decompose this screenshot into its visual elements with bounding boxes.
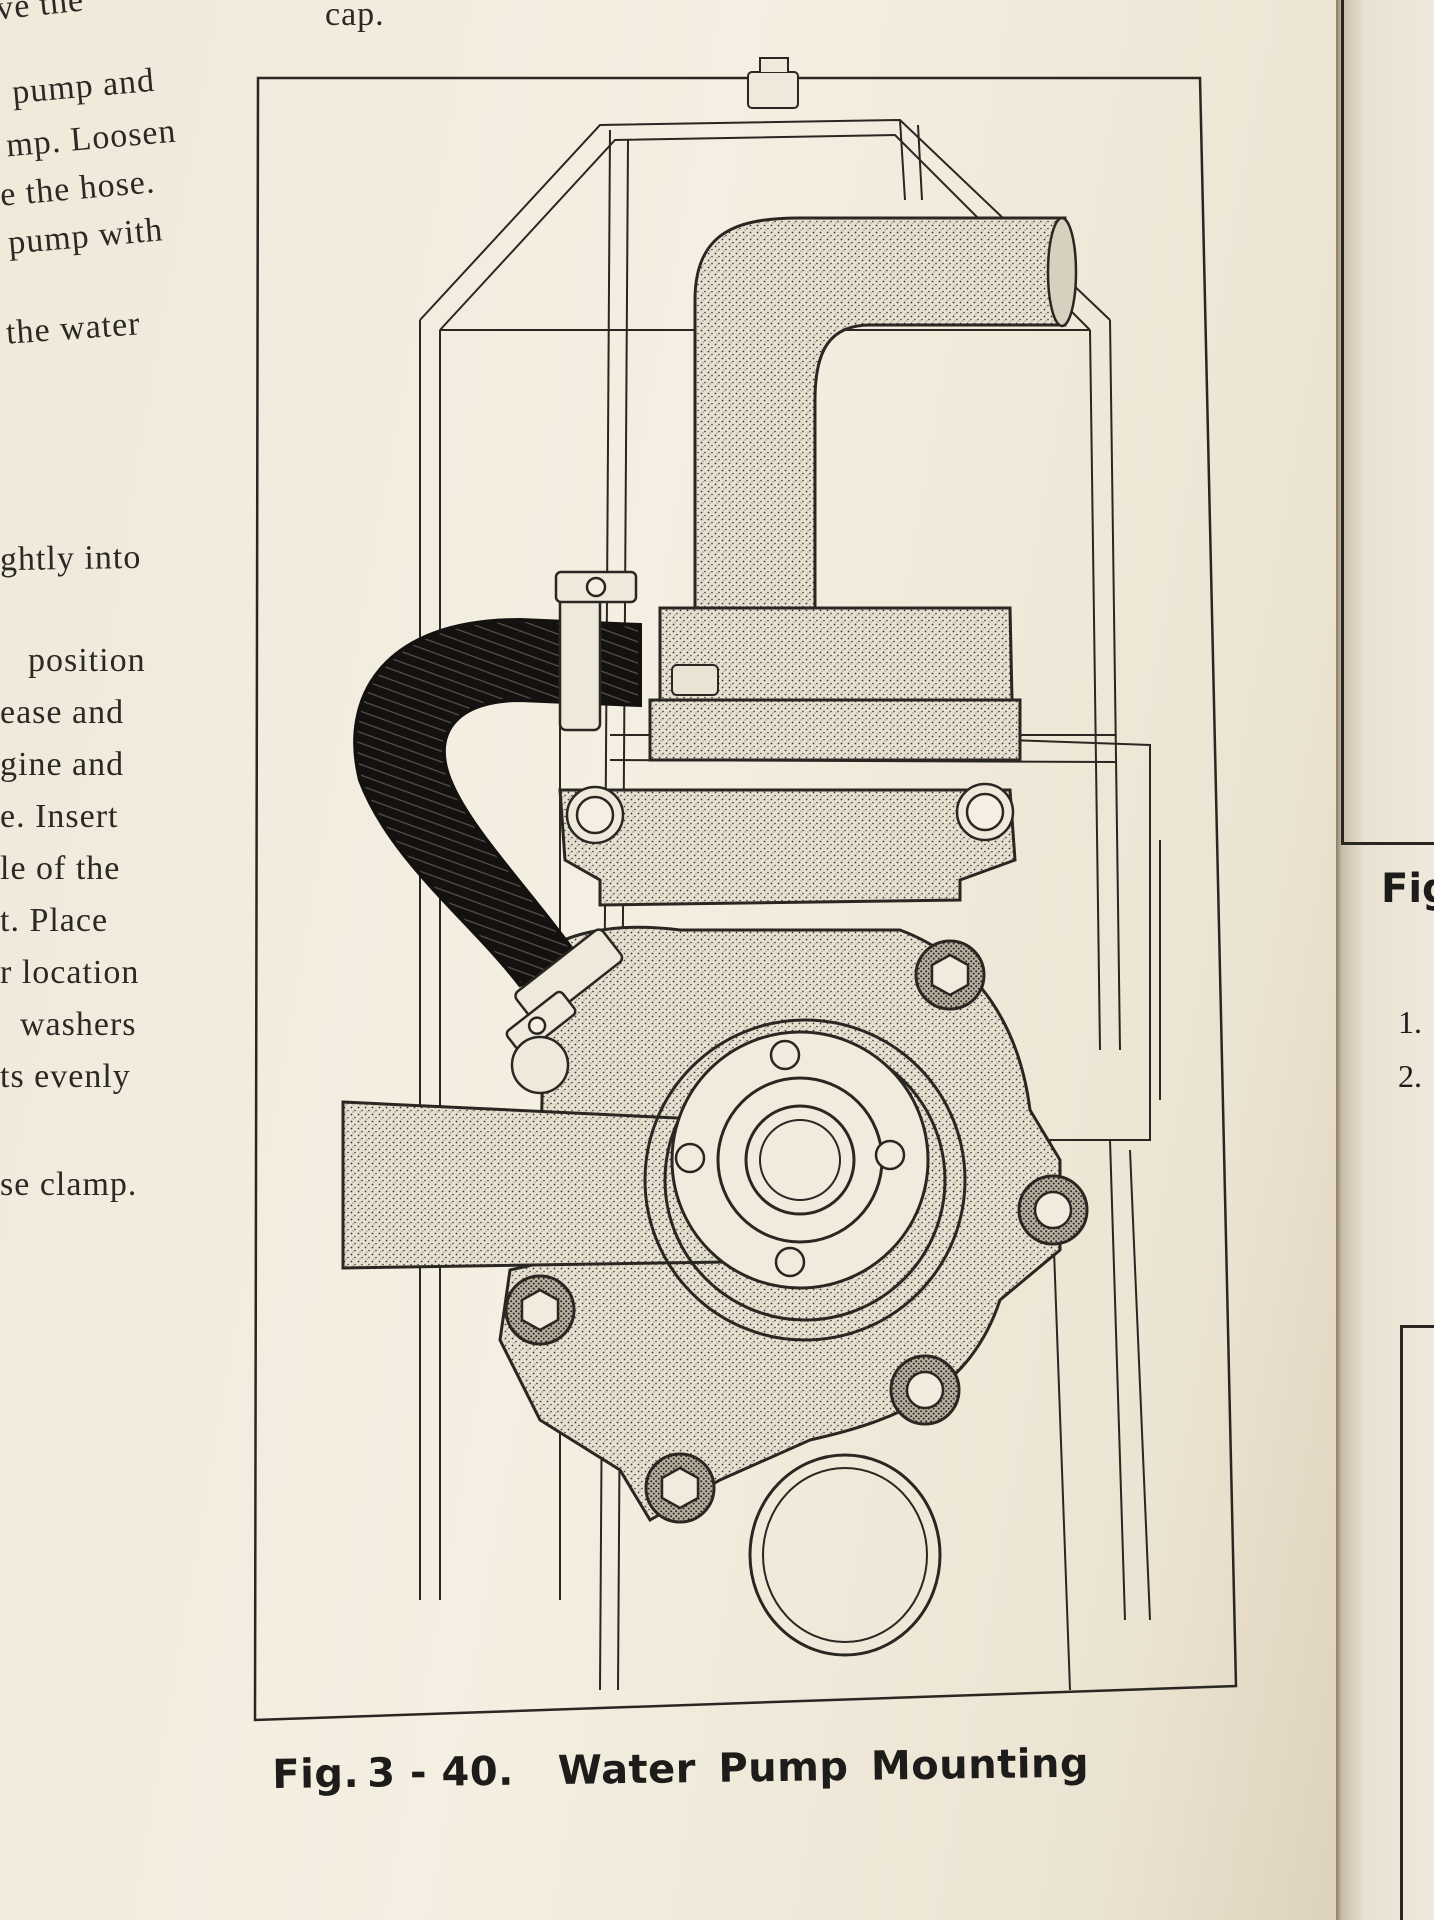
body-text-line: le of the: [0, 850, 121, 887]
hose-clamp-lower: [505, 928, 624, 1055]
caption-number: 3 - 40.: [366, 1748, 515, 1797]
hub-shaft: [759, 1119, 841, 1201]
body-text-line: gine and: [0, 746, 125, 783]
housing-bolt: [671, 664, 719, 696]
housing-flange: [558, 788, 1017, 907]
body-text-line: t. Place: [0, 902, 109, 939]
body-text-line: e. Insert: [0, 798, 119, 835]
body-text-line: washers: [20, 1006, 137, 1043]
right-fig-label: Fig: [1381, 866, 1434, 912]
figure-border: [253, 76, 1238, 1722]
right-page-box-bottom: [1400, 1325, 1434, 1920]
pump-bolt-heads: [520, 953, 1073, 1510]
right-list-number: 2.: [1398, 1058, 1422, 1094]
housing-bolt-holes: [565, 782, 1015, 845]
bypass-hose: [353, 617, 642, 988]
hose-clamp-upper: [554, 570, 638, 732]
top-cap-fitting: [747, 57, 799, 109]
body-text-line: se clamp.: [0, 1166, 138, 1203]
thermostat-housing-mid: [648, 698, 1022, 762]
top-text: cap.: [325, 0, 385, 33]
caption-prefix: Fig.: [272, 1750, 360, 1798]
body-text-line: position: [28, 642, 146, 679]
gasket-ring-inner: [762, 1467, 928, 1643]
pipe-opening: [1046, 216, 1078, 328]
right-page-box-top: [1341, 0, 1434, 845]
right-page-edge: [1336, 0, 1434, 1920]
body-text-line: ts evenly: [0, 1058, 131, 1095]
hub-inner-ring: [744, 1104, 856, 1216]
body-text-line: r location: [0, 954, 140, 991]
pump-hub-face: [670, 1030, 930, 1290]
body-text-line: ease and: [0, 694, 125, 731]
elbow-outlet-pipe: [693, 216, 1067, 612]
hub-bolt-holes: [674, 1039, 906, 1278]
right-list-number: 1.: [1398, 1004, 1422, 1040]
caption-title: Water Pump Mounting: [557, 1740, 1090, 1795]
clamp-lower-ring: [510, 1035, 570, 1095]
gasket-ring: [748, 1453, 942, 1657]
pump-inlet-arm: [341, 1100, 727, 1270]
